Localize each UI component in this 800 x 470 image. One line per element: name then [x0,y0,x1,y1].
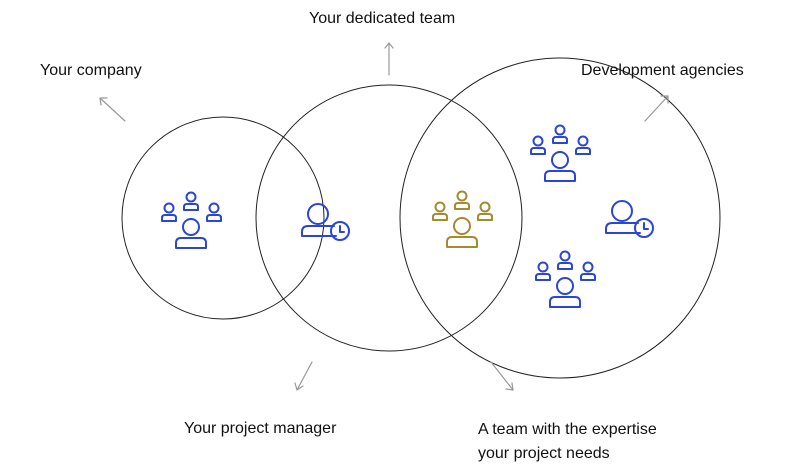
circle-development-agencies [399,57,721,379]
arrow-project-manager [294,361,313,391]
team-group-icon [432,190,493,248]
label-expertise: A team with the expertise your project n… [478,418,657,466]
label-expertise-line-2: your project needs [478,445,610,462]
team-group-icon [535,250,596,308]
label-your-company: Your company [40,62,142,79]
label-development-agencies: Development agencies [581,62,744,79]
arrow-agencies [644,95,669,122]
label-project-manager: Your project manager [184,420,337,437]
user-clock-icon [605,200,654,238]
arrow-dedicated-team [384,42,394,76]
user-clock-icon [301,203,350,241]
circle-dedicated-team [255,84,523,352]
team-group-icon [530,124,591,182]
team-group-icon [161,191,222,249]
arrow-expertise [490,361,514,391]
arrow-company [99,97,126,122]
label-expertise-line-1: A team with the expertise [478,421,657,438]
label-dedicated-team: Your dedicated team [309,10,456,27]
circle-your-company [121,116,325,320]
